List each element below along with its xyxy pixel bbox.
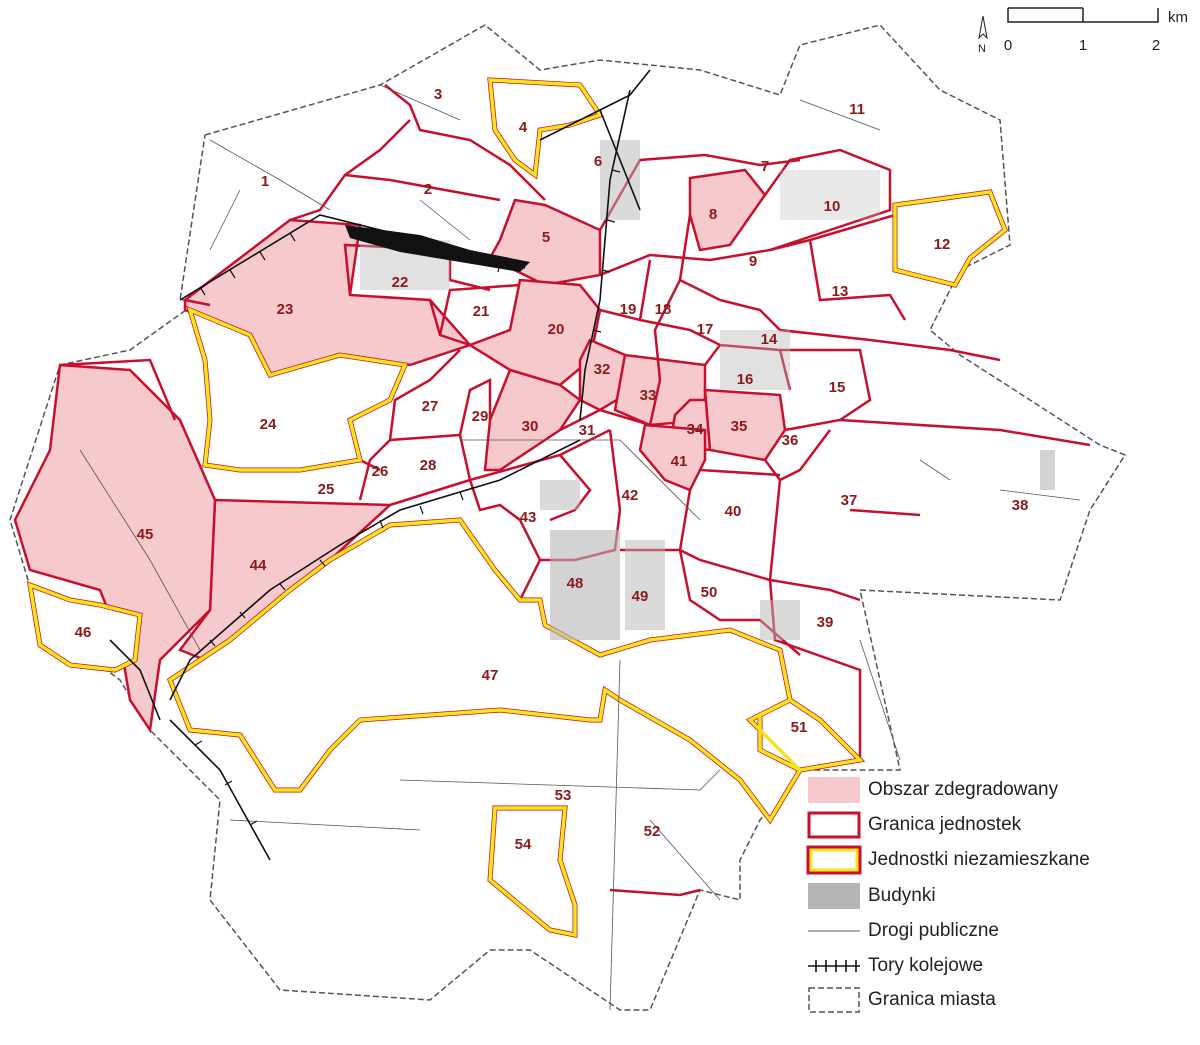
unit-label-24: 24 (260, 416, 277, 433)
roads (79, 84, 1081, 1011)
unit-label-4: 4 (519, 119, 528, 136)
unit-label-30: 30 (522, 418, 539, 435)
unit-label-28: 28 (420, 457, 437, 474)
legend-label-degraded: Obszar zdegradowany (868, 779, 1059, 800)
legend-swatch-city (808, 987, 860, 1013)
scale-tick-0: 0 (1004, 37, 1012, 54)
unit-label-6: 6 (594, 153, 602, 170)
unit-label-35: 35 (731, 418, 748, 435)
unit-label-36: 36 (782, 432, 799, 449)
unit-label-42: 42 (622, 487, 639, 504)
unit-label-21: 21 (473, 303, 490, 320)
unit-label-1: 1 (261, 173, 269, 190)
unit-label-34: 34 (687, 421, 704, 438)
unit-label-9: 9 (749, 253, 757, 270)
uninhabited-inner (27, 78, 1008, 938)
unit-label-41: 41 (671, 453, 688, 470)
railway-yard (345, 225, 530, 272)
legend-label-uninhabited: Jednostki niezamieszkane (868, 849, 1090, 870)
unit-label-19: 19 (620, 301, 637, 318)
unit-label-23: 23 (277, 301, 294, 318)
unit-label-44: 44 (250, 557, 267, 574)
unit-label-11: 11 (849, 101, 865, 118)
uninhabited-areas (26, 77, 1009, 939)
unit-label-15: 15 (829, 379, 846, 396)
unit-label-29: 29 (472, 408, 489, 425)
unit-label-32: 32 (594, 361, 611, 378)
unit-label-18: 18 (655, 301, 672, 318)
unit-label-48: 48 (567, 575, 584, 592)
unit-label-3: 3 (434, 86, 442, 103)
unit-label-12: 12 (934, 236, 951, 253)
unit-label-52: 52 (644, 823, 661, 840)
unit-label-43: 43 (520, 509, 537, 526)
scale-tick-1: 1 (1079, 37, 1087, 54)
scale-unit: km (1168, 9, 1188, 26)
unit-label-38: 38 (1012, 497, 1029, 514)
unit-label-47: 47 (482, 667, 499, 684)
legend-label-units: Granica jednostek (868, 814, 1022, 835)
area-30 (483, 368, 582, 472)
unit-label-25: 25 (318, 481, 335, 498)
unit-label-50: 50 (701, 584, 718, 601)
unit-label-51: 51 (791, 719, 808, 736)
unit-label-13: 13 (832, 283, 849, 300)
unit-label-39: 39 (817, 614, 834, 631)
unit-label-7: 7 (761, 158, 769, 175)
unit-label-46: 46 (75, 624, 92, 641)
legend-label-rail: Tory kolejowe (868, 955, 983, 976)
unit-label-45: 45 (137, 526, 154, 543)
area-45 (13, 363, 217, 734)
unit-label-33: 33 (640, 387, 657, 404)
legend: Obszar zdegradowany Granica jednostek Je… (806, 777, 1090, 1013)
legend-label-roads: Drogi publiczne (868, 920, 999, 941)
unit-label-37: 37 (841, 492, 858, 509)
unit-label-31: 31 (579, 422, 596, 439)
unit-label-53: 53 (555, 787, 572, 804)
unit-label-16: 16 (737, 371, 754, 388)
buildings (360, 140, 1055, 640)
unit-label-2: 2 (424, 181, 432, 198)
legend-swatch-buildings (808, 883, 860, 909)
legend-label-buildings: Budynki (868, 885, 936, 906)
degraded-areas (13, 168, 787, 734)
legend-label-city: Granica miasta (868, 989, 996, 1010)
north-arrow-icon: N (978, 15, 988, 55)
unit-label-40: 40 (725, 503, 742, 520)
legend-swatch-degraded (808, 777, 860, 803)
unit-label-17: 17 (697, 321, 714, 338)
unit-label-22: 22 (392, 274, 409, 291)
unit-label-49: 49 (632, 588, 649, 605)
unit-label-5: 5 (542, 229, 550, 246)
area-35 (703, 388, 787, 462)
unit-label-14: 14 (761, 331, 778, 348)
unit-label-54: 54 (515, 836, 532, 853)
unit-label-20: 20 (548, 321, 565, 338)
legend-swatch-rail (808, 960, 860, 972)
unit-label-27: 27 (422, 398, 439, 415)
north-label: N (978, 43, 986, 55)
unit-label-26: 26 (372, 463, 389, 480)
unit-label-10: 10 (824, 198, 841, 215)
legend-swatch-units (807, 811, 861, 839)
unit-label-8: 8 (709, 206, 717, 223)
scale-tick-2: 2 (1152, 37, 1160, 54)
scale-bar: 0 1 2 km (1004, 7, 1188, 54)
